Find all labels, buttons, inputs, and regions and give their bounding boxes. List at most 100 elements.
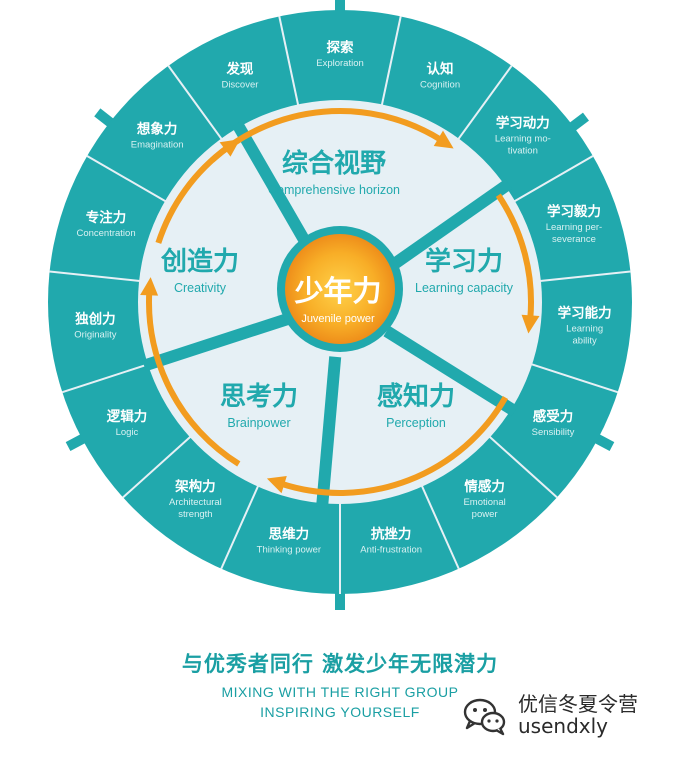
- skill-cell: 逻辑力 Logic: [107, 408, 148, 438]
- center-title: 少年力: [294, 274, 381, 308]
- skill-subtitle: severance: [552, 234, 596, 245]
- skill-title: 逻辑力: [107, 408, 148, 425]
- sector-divider: [231, 120, 318, 258]
- arc-segment: [495, 193, 534, 319]
- skill-title: 感受力: [533, 408, 574, 425]
- sector-dividers: [142, 120, 518, 508]
- pillar-subtitle: Comprehensive horizon: [268, 183, 400, 197]
- skill-labels: 探索 Exploration 认知 Cognition 学习动力 Learning mo-…: [74, 39, 611, 556]
- caption-english-line-2: INSPIRING YOURSELF: [260, 704, 420, 720]
- wechat-icon: [463, 698, 506, 736]
- skill-subtitle: Learning per-: [546, 222, 603, 233]
- ring-divider: [220, 484, 260, 570]
- skill-subtitle: Logic: [116, 427, 139, 438]
- skill-title: 发现: [225, 60, 253, 77]
- skill-subtitle: Exploration: [316, 58, 364, 69]
- skill-subtitle: Anti-frustration: [360, 545, 422, 556]
- watermark-handle: usendxly: [518, 714, 608, 738]
- pillar-creativity: 创造力 Creativity: [160, 247, 239, 295]
- skill-subtitle: strength: [178, 509, 212, 520]
- skill-cell: 抗挫力 Anti-frustration: [360, 526, 422, 556]
- caption-chinese: 与优秀者同行 激发少年无限潜力: [181, 652, 499, 676]
- pillar-subtitle: Perception: [386, 416, 446, 430]
- arc-segment: [155, 145, 230, 244]
- skill-subtitle: Emotional: [463, 497, 505, 508]
- pillar-subtitle: Creativity: [174, 281, 227, 295]
- skill-title: 学习能力: [558, 305, 612, 322]
- skill-title: 思维力: [269, 526, 310, 543]
- ring-divider: [122, 435, 193, 499]
- pillar-subtitle: Learning capacity: [415, 281, 514, 295]
- caption-english-line-1: MIXING WITH THE RIGHT GROUP: [221, 684, 459, 700]
- ring-dividers: [49, 16, 631, 594]
- skill-title: 学习动力: [496, 114, 550, 131]
- skill-cell: 学习动力 Learning mo-tivation: [495, 114, 551, 156]
- skill-title: 想象力: [136, 120, 178, 137]
- watermark: 优信冬夏令营 usendxly: [462, 686, 672, 742]
- arc-arrowhead: [266, 476, 287, 494]
- ring-divider: [487, 435, 558, 499]
- pillar-subtitle: Brainpower: [227, 416, 290, 430]
- center-disk: [285, 234, 395, 344]
- skill-title: 专注力: [86, 209, 127, 226]
- ring-divider: [538, 270, 631, 283]
- ring-divider: [61, 362, 151, 394]
- center-subtitle: Juvenile power: [301, 313, 375, 325]
- skill-subtitle: ability: [573, 336, 598, 347]
- skill-cell: 思维力 Thinking power: [257, 526, 321, 556]
- skill-subtitle: Sensibility: [532, 427, 575, 438]
- ring-divider: [529, 362, 619, 394]
- skill-cell: 独创力 Originality: [74, 311, 116, 341]
- ring-divider: [49, 270, 142, 283]
- skill-subtitle: Architectural: [169, 497, 222, 508]
- skill-subtitle: Cognition: [420, 79, 460, 90]
- skill-subtitle: power: [472, 509, 498, 520]
- skill-title: 认知: [427, 60, 454, 77]
- ring-divider: [512, 155, 594, 203]
- ring-divider: [167, 65, 224, 141]
- skill-title: 抗挫力: [371, 526, 412, 543]
- sector-divider: [316, 356, 342, 508]
- arc-arrowhead: [140, 277, 159, 296]
- skill-cell: 认知 Cognition: [420, 60, 460, 90]
- pillar-title: 思考力: [220, 382, 298, 412]
- skill-subtitle: Learning mo-: [495, 133, 551, 144]
- skill-cell: 发现 Discover: [221, 60, 258, 90]
- skill-title: 学习毅力: [547, 203, 601, 220]
- skill-cell: 感受力 Sensibility: [532, 408, 575, 438]
- sector-divider: [142, 313, 290, 372]
- ring-divider: [420, 484, 460, 570]
- skill-subtitle: Emagination: [131, 139, 184, 150]
- skill-subtitle: Concentration: [76, 228, 135, 239]
- skill-cell: 想象力 Emagination: [131, 120, 184, 150]
- skill-title: 探索: [327, 39, 354, 56]
- pillar-title: 创造力: [160, 247, 239, 277]
- skill-subtitle: Discover: [221, 79, 258, 90]
- ring-divider: [278, 16, 300, 107]
- ring-divider: [456, 65, 513, 141]
- skill-title: 架构力: [174, 478, 216, 495]
- pillar-brainpower: 思考力 Brainpower: [220, 382, 298, 430]
- skill-subtitle: Learning: [566, 324, 603, 335]
- skill-subtitle: Originality: [74, 330, 116, 341]
- arc-segment: [280, 395, 509, 496]
- skill-subtitle: tivation: [508, 145, 538, 156]
- watermark-title: 优信冬夏令营: [518, 692, 638, 716]
- sector-divider: [383, 326, 518, 417]
- skill-cell: 专注力 Concentration: [76, 209, 135, 239]
- arc-arrowhead: [219, 139, 241, 157]
- arc-arrowhead: [433, 130, 454, 149]
- skill-cell: 学习毅力 Learning per-severance: [546, 203, 603, 245]
- skill-subtitle: Thinking power: [257, 545, 321, 556]
- arc-arrowhead: [521, 314, 540, 334]
- skill-title: 独创力: [75, 311, 116, 328]
- arc-segment: [146, 291, 241, 467]
